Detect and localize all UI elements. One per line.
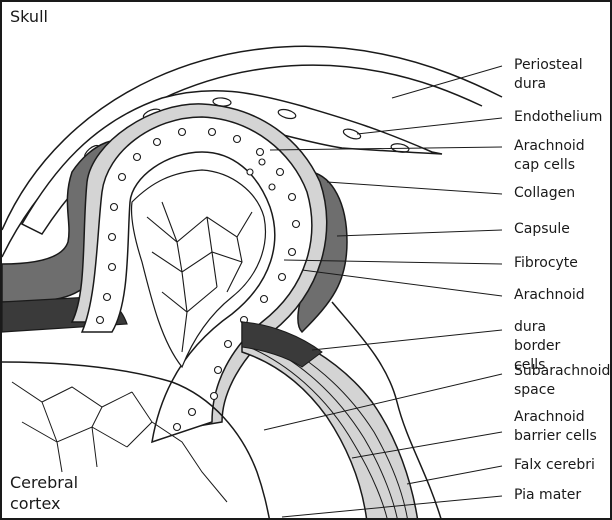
label-collagen: Collagen — [514, 184, 575, 203]
label-endothelium: Endothelium — [514, 108, 602, 127]
label-periosteal-dura: Periosteal dura — [514, 56, 594, 94]
label-pia-mater: Pia mater — [514, 486, 581, 505]
label-capsule: Capsule — [514, 220, 570, 239]
label-arachnoid: Arachnoid — [514, 286, 585, 305]
label-fibrocyte: Fibrocyte — [514, 254, 578, 273]
cerebral-cortex-label: Cerebral cortex — [10, 472, 90, 514]
label-arachnoid-cap-cells: Arachnoid cap cells — [514, 137, 604, 175]
label-subarachnoid-space: Subarachnoid space — [514, 362, 594, 400]
label-arachnoid-barrier-cells: Arachnoid barrier cells — [514, 408, 604, 446]
label-falx-cerebri: Falx cerebri — [514, 456, 595, 475]
skull-label: Skull — [10, 6, 48, 27]
